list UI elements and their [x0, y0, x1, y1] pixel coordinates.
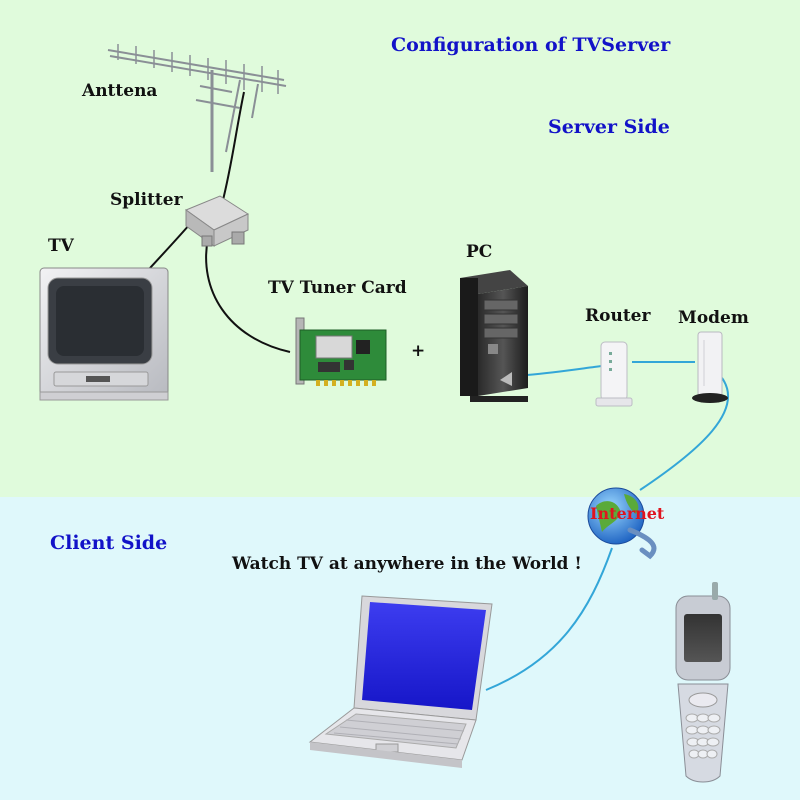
mobile-phone-illustration [675, 582, 731, 783]
antenna-label: Anttena [82, 81, 158, 101]
modem-to-internet-cable [639, 377, 729, 491]
internet-label: Internet [590, 504, 665, 523]
modem-label: Modem [678, 308, 749, 328]
laptop-illustration [308, 595, 493, 768]
tv-label: TV [48, 236, 74, 256]
plus-sign: + [411, 341, 426, 361]
client-side-heading: Client Side [50, 532, 168, 554]
tv-tuner-card-label: TV Tuner Card [268, 278, 407, 298]
pc-label: PC [466, 242, 493, 262]
antenna-to-splitter-cable [221, 91, 245, 205]
pc-to-router-cable [526, 365, 603, 376]
tagline-text: Watch TV at anywhere in the World ! [232, 554, 582, 574]
splitter-label: Splitter [110, 190, 183, 210]
antenna-illustration [107, 44, 287, 172]
splitter-illustration [184, 195, 250, 247]
internet-to-laptop-cable [485, 547, 613, 691]
internet-globe-icon [587, 487, 657, 560]
tv-illustration [39, 267, 169, 401]
router-label: Router [585, 306, 651, 326]
server-side-heading: Server Side [548, 116, 670, 138]
modem-illustration [692, 331, 728, 403]
router-illustration [595, 341, 633, 407]
splitter-to-tv-cable [149, 223, 191, 269]
server-side-region [0, 0, 800, 497]
tv-tuner-card-illustration [295, 317, 387, 386]
pc-illustration [460, 270, 528, 402]
cables [149, 91, 729, 691]
diagram-title: Configuration of TVServer [391, 34, 671, 56]
splitter-to-tuner-cable [205, 237, 291, 353]
